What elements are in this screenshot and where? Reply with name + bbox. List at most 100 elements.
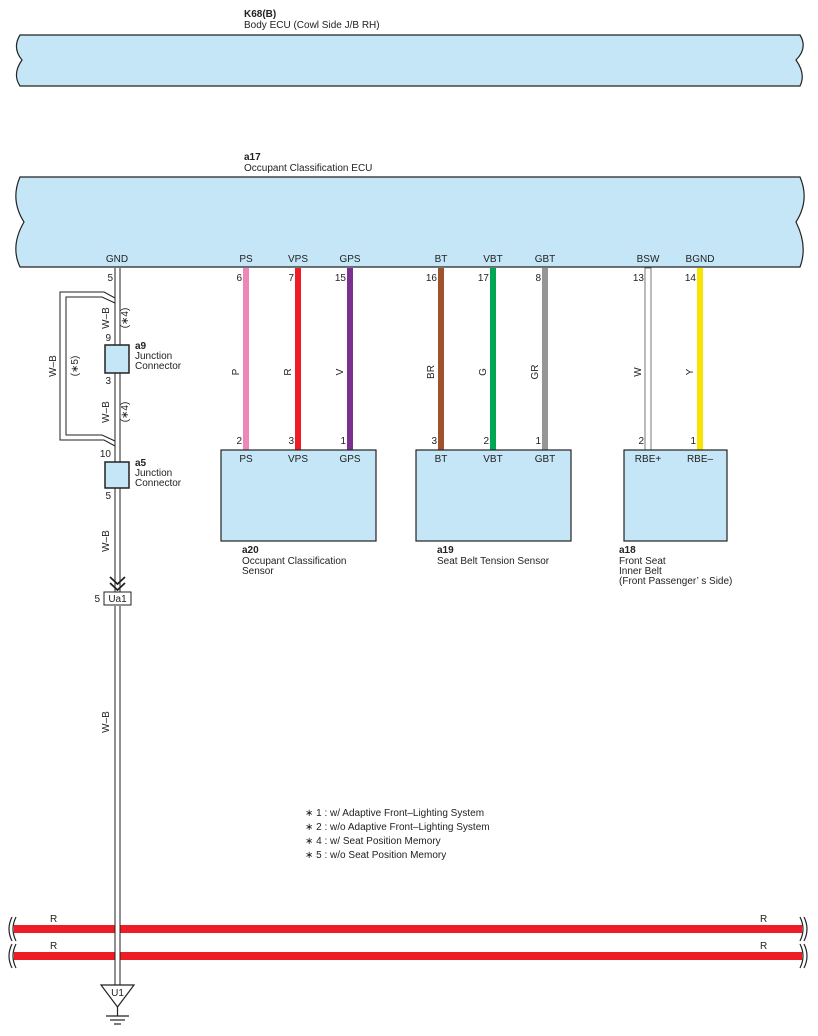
a17-term-gbt: GBT <box>535 254 556 265</box>
k68-name: Body ECU (Cowl Side J/B RH) <box>244 20 380 31</box>
a20-id: a20 <box>242 545 259 556</box>
a17-name: Occupant Classification ECU <box>244 163 372 174</box>
wire-label-w: W <box>633 367 644 377</box>
a18-line3: (Front Passenger’ s Side) <box>619 576 732 587</box>
gnd-wire-label-4: W–B <box>101 711 112 733</box>
a19-pin-bt: 3 <box>431 436 437 447</box>
a19-line1: Seat Belt Tension Sensor <box>437 556 550 567</box>
wire-label-gr: GR <box>530 365 541 380</box>
a17-pin-gnd: 5 <box>107 273 113 284</box>
gnd-wire-label-1: W–B <box>101 307 112 329</box>
a20-line1: Occupant Classification <box>242 556 347 567</box>
a17-term-gnd: GND <box>106 254 128 265</box>
a19-term-bt: BT <box>435 454 448 465</box>
a5-pin-bottom: 5 <box>105 491 111 502</box>
a9-line2: Connector <box>135 361 182 372</box>
a20-box <box>220 449 377 542</box>
bus-label-lower-left: R <box>50 941 57 952</box>
a17-pin-gps: 15 <box>335 273 347 284</box>
a17-term-gps: GPS <box>339 254 360 265</box>
ua1-label: Ua1 <box>108 594 127 605</box>
a17-pin-bt: 16 <box>426 273 438 284</box>
wire-w <box>644 267 652 451</box>
a20-term-ps: PS <box>239 454 253 465</box>
a20-term-vps: VPS <box>288 454 308 465</box>
bypass-wire-label: W–B <box>48 355 59 377</box>
a20-pin-ps: 2 <box>236 436 242 447</box>
a19-pin-vbt: 2 <box>483 436 489 447</box>
a18-pin-rbe-plus: 2 <box>638 436 644 447</box>
a19-term-vbt: VBT <box>483 454 502 465</box>
a20-term-gps: GPS <box>339 454 360 465</box>
a17-id: a17 <box>244 152 261 163</box>
a18-term-rbe-minus: RBE– <box>687 454 714 465</box>
a5-line2: Connector <box>135 478 182 489</box>
a17-pin-vbt: 17 <box>478 273 490 284</box>
a20-pin-vps: 3 <box>288 436 294 447</box>
occupant-classification-ecu-box <box>15 176 805 268</box>
ua1-pin: 5 <box>94 594 100 605</box>
a17-term-bsw: BSW <box>637 254 660 265</box>
a9-pin-bottom: 3 <box>105 376 111 387</box>
gnd-note-4-lower: (∗4) <box>120 402 131 423</box>
ua1-label-box <box>103 591 132 606</box>
connector-chevron-icon <box>109 576 126 592</box>
gnd-note-4-upper: (∗4) <box>120 308 131 329</box>
gnd-wire-crossing <box>114 920 121 985</box>
a17-pin-bgnd: 14 <box>685 273 697 284</box>
a20-line2: Sensor <box>242 566 274 577</box>
gnd-wire-label-2: W–B <box>101 401 112 423</box>
u1-label: U1 <box>111 988 124 999</box>
a17-pin-gbt: 8 <box>535 273 541 284</box>
note-1: ∗ 1 : w/ Adaptive Front–Lighting System <box>305 808 484 819</box>
wire-label-v: V <box>335 368 346 375</box>
a5-pin-top: 10 <box>100 449 112 460</box>
a18-id: a18 <box>619 545 636 556</box>
wire-label-r: R <box>283 368 294 375</box>
wire-g <box>490 268 496 450</box>
wire-label-g: G <box>478 368 489 376</box>
u1-ground-triangle <box>99 984 136 1008</box>
a17-pin-vps: 7 <box>288 273 294 284</box>
bypass-note-5: (∗5) <box>70 356 81 377</box>
wire-label-y: Y <box>685 368 696 375</box>
a9-pin-top: 9 <box>105 333 111 344</box>
bus-label-upper-right: R <box>760 914 767 925</box>
wire-p <box>243 268 249 450</box>
a9-junction-box <box>104 344 130 374</box>
wire-label-br: BR <box>426 365 437 379</box>
a5-id: a5 <box>135 458 147 469</box>
a18-term-rbe-plus: RBE+ <box>635 454 662 465</box>
a9-id: a9 <box>135 341 147 352</box>
ground-icon <box>106 1007 129 1025</box>
a17-term-ps: PS <box>239 254 253 265</box>
a18-line2: Inner Belt <box>619 566 662 577</box>
a18-pin-rbe-minus: 1 <box>690 436 696 447</box>
a17-pin-bsw: 13 <box>633 273 645 284</box>
wire-gr <box>542 268 548 450</box>
note-3: ∗ 4 : w/ Seat Position Memory <box>305 836 441 847</box>
a19-box <box>415 449 572 542</box>
bus-label-upper-left: R <box>50 914 57 925</box>
wire-y <box>697 268 703 450</box>
note-4: ∗ 5 : w/o Seat Position Memory <box>305 850 446 861</box>
bus-bar-upper <box>8 916 808 942</box>
bus-label-lower-right: R <box>760 941 767 952</box>
gnd-wire-bypass <box>59 291 116 447</box>
a17-term-bgnd: BGND <box>686 254 715 265</box>
a17-pin-ps: 6 <box>236 273 242 284</box>
a17-term-bt: BT <box>435 254 448 265</box>
wire-v <box>347 268 353 450</box>
note-2: ∗ 2 : w/o Adaptive Front–Lighting System <box>305 822 490 833</box>
k68-id: K68(B) <box>244 9 276 20</box>
gnd-wire-label-3: W–B <box>101 530 112 552</box>
a19-term-gbt: GBT <box>535 454 556 465</box>
a19-id: a19 <box>437 545 454 556</box>
a18-line1: Front Seat <box>619 556 666 567</box>
a17-term-vbt: VBT <box>483 254 502 265</box>
wire-label-p: P <box>231 368 242 375</box>
a18-box <box>623 449 728 542</box>
wire-br <box>438 268 444 450</box>
a19-pin-gbt: 1 <box>535 436 541 447</box>
